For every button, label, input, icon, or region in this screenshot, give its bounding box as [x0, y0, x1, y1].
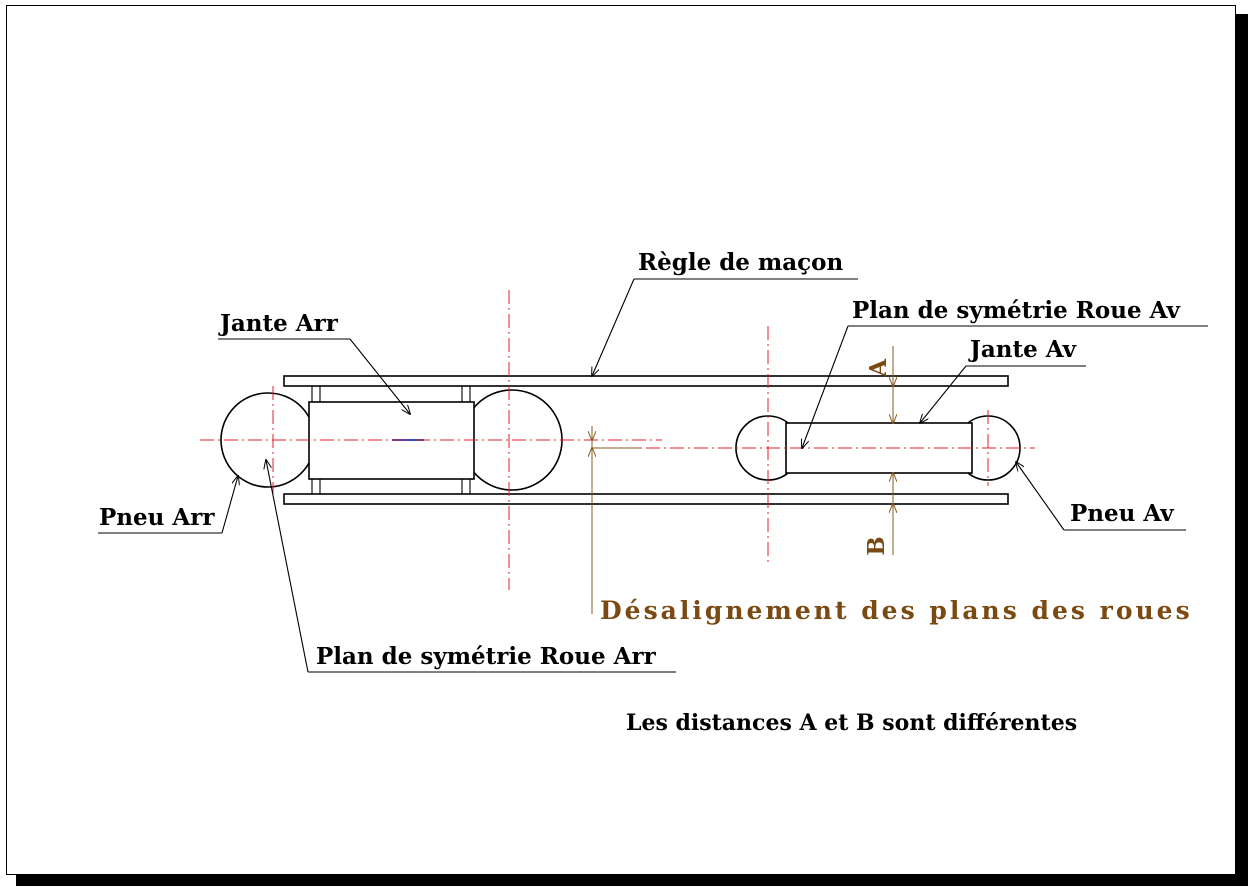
label-jante-av: Jante Av — [968, 336, 1077, 363]
misalignment-dimension — [592, 426, 640, 614]
label-desalignement: Désalignement des plans des roues — [600, 596, 1193, 625]
leader-lines — [98, 278, 1208, 673]
rule-bar-top — [283, 375, 1009, 387]
label-dimension-b: B — [863, 536, 890, 555]
label-jante-arr: Jante Arr — [218, 310, 339, 337]
label-dimension-a: A — [865, 358, 892, 378]
label-regle-de-macon: Règle de maçon — [638, 249, 844, 276]
label-plan-symetrie-av: Plan de symétrie Roue Av — [852, 297, 1181, 324]
axis-lines — [200, 290, 1035, 590]
rule-bar-bottom — [283, 493, 1009, 505]
label-pneu-av: Pneu Av — [1070, 500, 1174, 527]
rear-wheel — [220, 386, 563, 494]
label-plan-symetrie-arr: Plan de symétrie Roue Arr — [316, 643, 657, 670]
label-pneu-arr: Pneu Arr — [99, 504, 215, 531]
note-distances: Les distances A et B sont différentes — [626, 710, 1077, 736]
